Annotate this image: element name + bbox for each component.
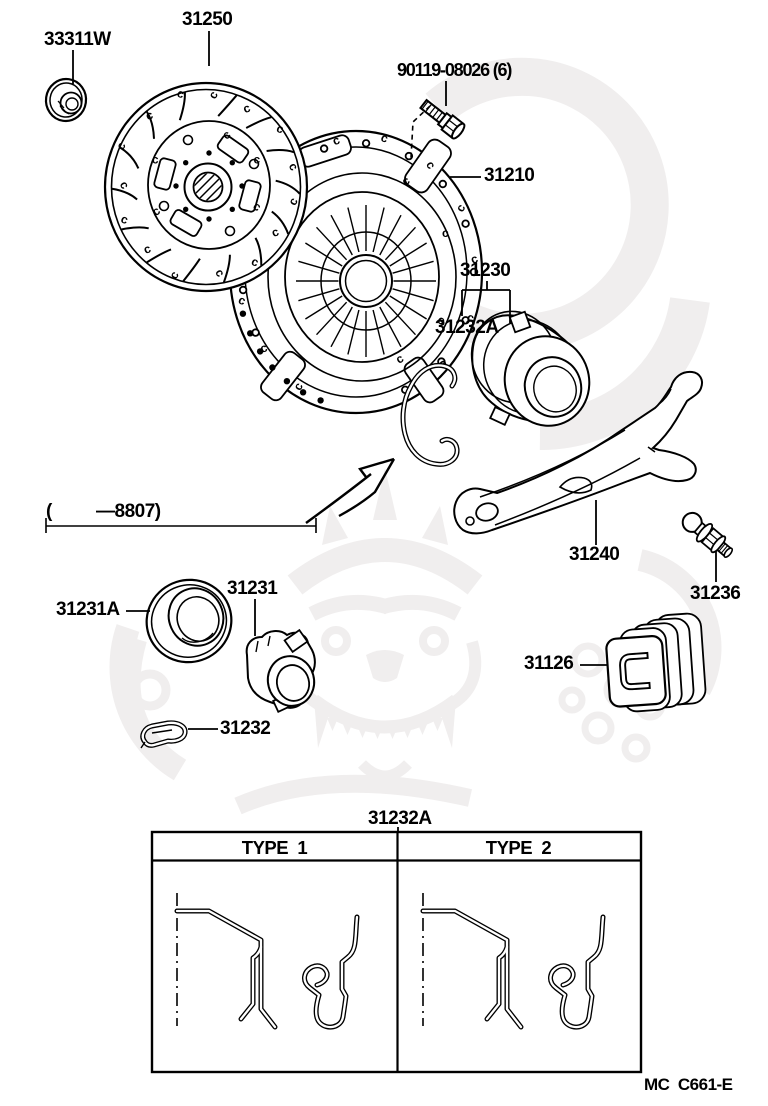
bearing-hub-drawing xyxy=(245,628,316,714)
callout-clutch-cover: 31210 xyxy=(484,165,535,186)
callout-hub-clip: 31232 xyxy=(220,718,271,739)
svg-text:c: c xyxy=(236,293,247,309)
callout-fork-support: 31236 xyxy=(690,583,741,604)
pilot-bearing-drawing xyxy=(44,77,88,123)
callout-bearing-hub: 31231 xyxy=(227,578,278,599)
svg-text:c: c xyxy=(270,224,281,240)
svg-text:c: c xyxy=(331,133,342,149)
leader-lines xyxy=(45,31,717,833)
svg-text:c: c xyxy=(144,108,155,124)
drawing-code: MC C661-E xyxy=(644,1075,733,1094)
fork-support-drawing xyxy=(681,511,734,558)
callout-pilot-bearing: 33311W xyxy=(44,29,111,50)
svg-text:c: c xyxy=(250,254,261,270)
svg-text:c: c xyxy=(275,121,286,137)
callout-clutch-disc: 31250 xyxy=(182,9,233,30)
release-fork-drawing xyxy=(453,370,703,535)
svg-text:c: c xyxy=(142,241,153,257)
callout-applicability-range: —8807) xyxy=(96,501,161,522)
svg-text:c: c xyxy=(152,152,159,166)
release-bearing-drawing xyxy=(470,310,591,427)
release-bearing-31231A-drawing xyxy=(145,578,233,664)
svg-text:c: c xyxy=(465,310,476,326)
svg-text:c: c xyxy=(175,86,186,102)
callout-release-bearing: 31231A xyxy=(56,599,120,620)
callout-bearing-clip: 31232A xyxy=(435,317,499,338)
callout-applicability-paren: ( xyxy=(46,501,52,522)
type1-clip-drawing xyxy=(177,893,357,1027)
callout-cover-bolt: 90119-08026 (6) xyxy=(397,60,512,80)
svg-text:c: c xyxy=(119,212,130,228)
callout-fork-boot: 31126 xyxy=(524,653,574,674)
svg-text:c: c xyxy=(241,101,252,117)
svg-text:c: c xyxy=(258,340,269,356)
type2-header: TYPE 2 xyxy=(485,837,552,858)
assembly-arrow xyxy=(305,457,396,524)
bearing-clip-drawing xyxy=(400,362,460,467)
type1-header: TYPE 1 xyxy=(241,837,308,858)
type2-clip-drawing xyxy=(423,893,603,1027)
svg-text:c: c xyxy=(469,251,480,267)
svg-text:c: c xyxy=(442,226,449,240)
callout-release-fork: 31240 xyxy=(569,544,620,565)
type-box-title: 31232A xyxy=(368,808,432,829)
callout-release-bearing-assy: 31230 xyxy=(460,260,511,281)
fork-boot-drawing xyxy=(605,612,707,713)
hub-clip-drawing xyxy=(140,720,188,749)
cover-bolt-drawing xyxy=(419,98,466,140)
type-comparison-box xyxy=(150,830,643,1074)
svg-text:c: c xyxy=(379,130,390,146)
svg-text:c: c xyxy=(253,152,260,166)
